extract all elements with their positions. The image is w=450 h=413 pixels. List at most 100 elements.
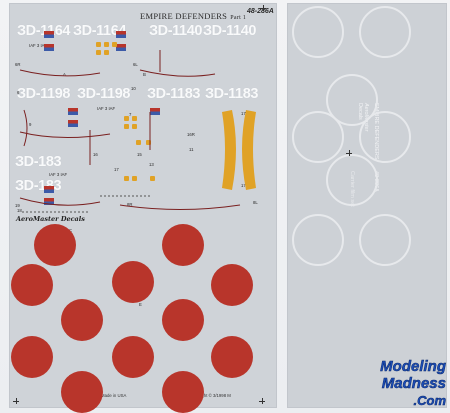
carrier-ring-2 [359,6,411,58]
yellow-decal-2 [104,42,109,47]
tail-number-1198-a: ЗD-1198 [17,86,71,102]
yellow-decal-10 [136,140,141,145]
marking-6r: 6R [15,62,21,67]
yellow-decal-1 [96,42,101,47]
flag-red-4 [116,44,126,48]
marking-18: 18 [17,208,22,213]
brand-label: AeroMaster Decals [16,215,85,223]
hinomaru-disc-7 [162,299,204,341]
flag-red-3 [116,31,126,35]
tail-number-1164-b: ЗD-1164 [73,23,127,39]
register-mark-br [259,398,265,404]
hinomaru-disc-12 [162,371,204,413]
marking-16r: 16R [187,132,195,137]
marking-6: 6 [17,90,20,95]
flag-blue-4 [116,47,126,51]
flag-red-7 [44,186,54,190]
marking-e: E [139,302,142,307]
marking-19: 19 [15,203,20,208]
copyright-label: Copyright © 3/1998 M [189,393,231,398]
marking-15: 15 [137,152,142,157]
marking-17l: 17L [241,183,249,188]
marking-a: A [63,72,66,77]
sheet-code: 48-286A [247,8,274,15]
marking-b: B [143,72,146,77]
marking-iaf-3: IAF 3 IAF [49,172,68,177]
yellow-decal-9 [132,124,137,129]
carrier-ring-3 [326,74,378,126]
yellow-decal-8 [124,124,129,129]
marking-iaf-1: IAF 3 IAF [29,43,48,48]
flag-red-8 [44,198,54,202]
marking-6l: 6L [133,62,138,67]
marking-13: 13 [149,162,154,167]
marking-iaf-2: IAF 3 IAF [97,106,116,111]
flag-red-2 [44,44,54,48]
register-mark-carrier [346,150,352,156]
walkway-line-9 [23,109,28,147]
register-mark-tr [260,5,266,11]
sheet-part: Part 1 [230,15,247,21]
flag-blue-8 [44,201,54,205]
yellow-decal-3 [112,42,117,47]
tail-number-1183-b: ЗD-1183 [205,86,259,102]
flag-blue-1 [44,34,54,38]
carrier-ring-5 [359,111,411,163]
made-in-label: Made in USA [101,393,127,398]
yellow-decal-5 [104,50,109,55]
flag-blue-5 [68,111,78,115]
flag-blue-9 [150,111,160,115]
hinomaru-disc-10 [211,336,253,378]
carrier-ring-6 [326,154,378,206]
marking-17r: 17R [241,111,249,116]
marking-9: 9 [29,122,32,127]
flag-blue-7 [44,189,54,193]
hinomaru-disc-1 [34,224,76,266]
watermark-madness: Madness [381,375,447,392]
flag-blue-2 [44,47,54,51]
walkway-line-7 [119,204,241,210]
yellow-decal-12 [124,176,129,181]
flag-red-9 [150,108,160,112]
tail-number-1198-b: ЗD-1198 [77,86,131,102]
tail-number-1164-a: ЗD-1164 [17,23,71,39]
flag-red-6 [68,120,78,124]
yellow-decal-7 [132,116,137,121]
yellow-decal-4 [96,50,101,55]
carrier-ring-4 [292,111,344,163]
marking-10: 10 [131,86,136,91]
flag-blue-3 [116,34,126,38]
orange-band-left [222,110,236,190]
marking-8l: 8L [253,200,258,205]
watermark-modeling: Modeling [380,358,446,375]
tail-number-1183-a: ЗD-1183 [147,86,201,102]
marking-c: C [69,228,73,233]
walkway-line-6 [19,197,101,206]
walkway-line-2 [139,69,216,77]
marking-17: 17 [114,167,119,172]
sheet-title-text: EMPIRE DEFENDERS [140,11,228,21]
marking-11: 11 [189,147,194,152]
hinomaru-disc-11 [61,371,103,413]
register-mark-bl [13,398,19,404]
marking-8r: 8R [127,202,133,207]
carrier-ring-8 [359,214,411,266]
yellow-decal-6 [124,116,129,121]
orange-band-right [242,110,256,190]
yellow-decal-14 [150,176,155,181]
hinomaru-disc-8 [11,336,53,378]
hinomaru-disc-3 [112,261,154,303]
watermark-com: .Com [413,393,446,408]
flag-blue-6 [68,123,78,127]
flag-red-5 [68,108,78,112]
hinomaru-disc-5 [211,264,253,306]
decal-sheet-carrier: EMPIRE DEFENDERS AeroMaster Decals 48-28… [287,3,447,408]
tail-number-183-a: ЗD-183 [15,154,62,170]
hinomaru-disc-9 [112,336,154,378]
marking-16: 16 [93,152,98,157]
flag-red-1 [44,31,54,35]
carrier-ring-1 [292,6,344,58]
